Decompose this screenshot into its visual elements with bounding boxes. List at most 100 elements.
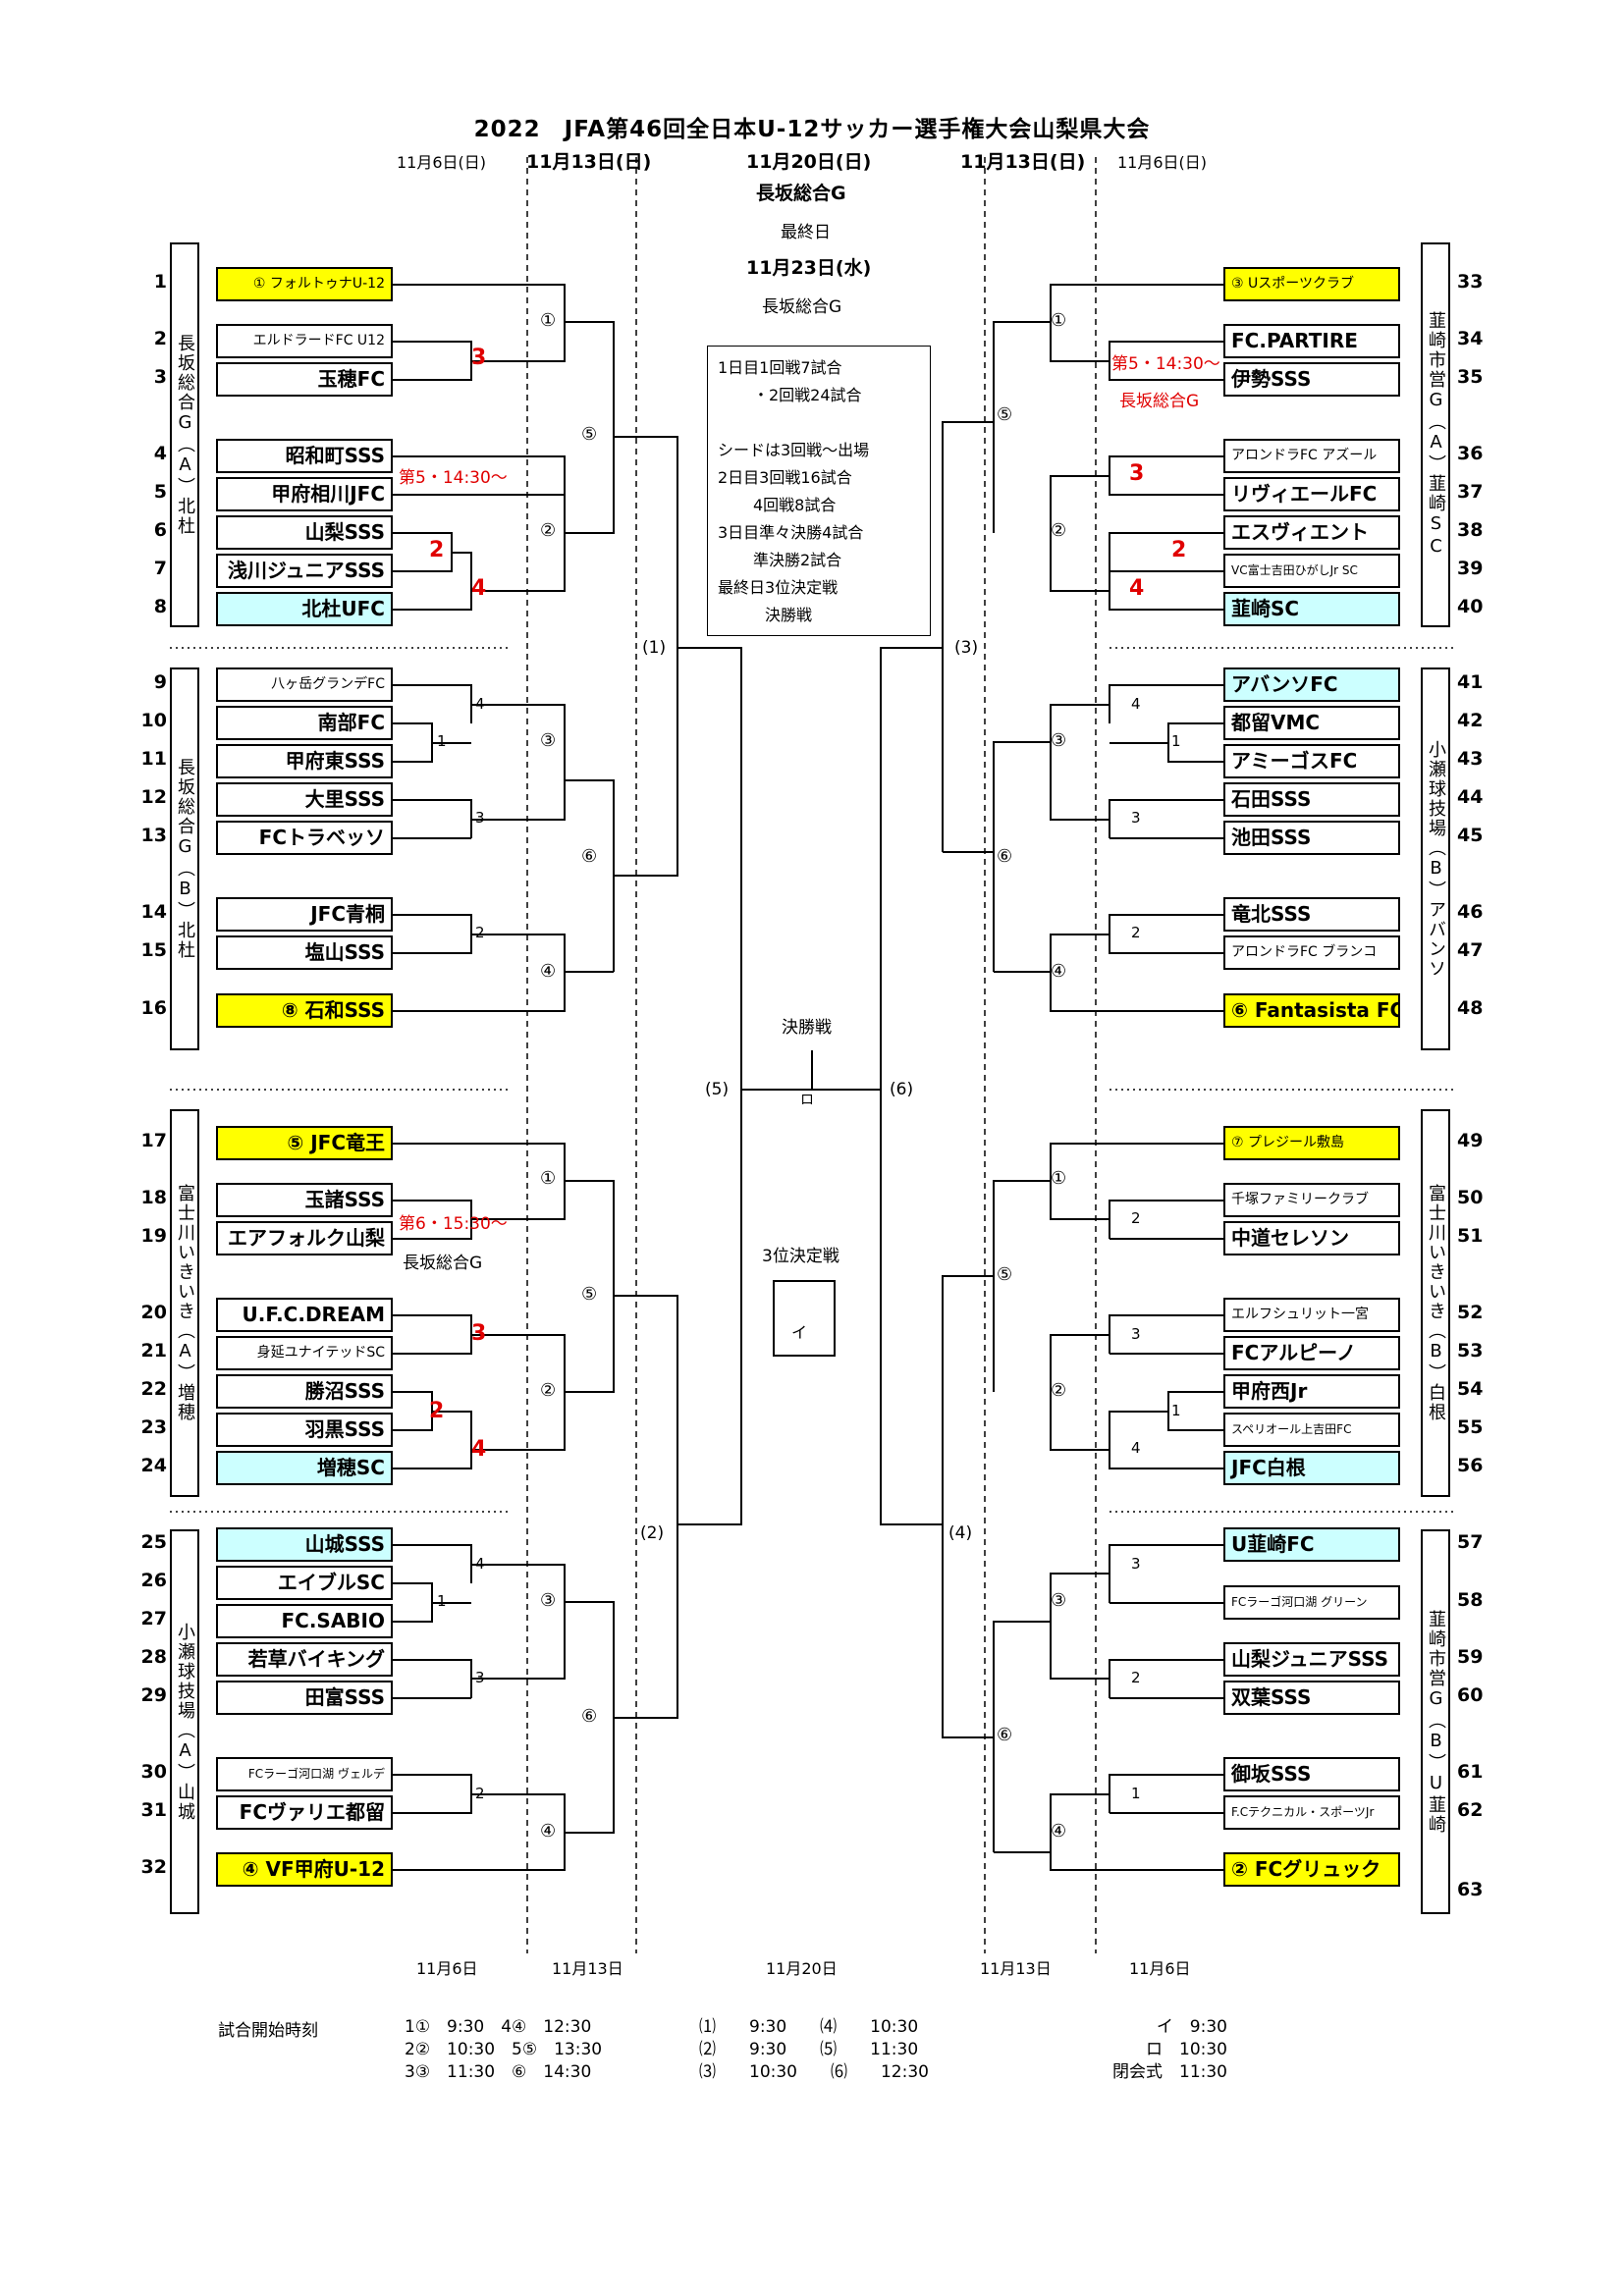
bottom-date: 11月20日 xyxy=(766,1959,838,1978)
match-score: 1 xyxy=(1131,1785,1141,1802)
team-box: FCトラベッソ xyxy=(216,821,393,855)
team-number: 43 xyxy=(1457,748,1484,770)
team-box: 甲府西Jr xyxy=(1223,1374,1400,1409)
team-box: エアフォルク山梨 xyxy=(216,1221,393,1255)
team-box: 伊勢SSS xyxy=(1223,362,1400,397)
team-box: 玉諸SSS xyxy=(216,1183,393,1217)
match-score: 4 xyxy=(471,1437,487,1462)
team-box: 石田SSS xyxy=(1223,782,1400,817)
team-box: ⑦ プレジール敷島 xyxy=(1223,1126,1400,1160)
schedule-note-line: 決勝戦 xyxy=(765,606,813,624)
team-number: 50 xyxy=(1457,1187,1484,1208)
team-box: 増穂SC xyxy=(216,1451,393,1485)
team-box: 羽黒SSS xyxy=(216,1413,393,1447)
final-date: 11月23日(水) xyxy=(746,257,872,279)
team-box: FCラーゴ河口湖 グリーン xyxy=(1223,1585,1400,1620)
team-number: 42 xyxy=(1457,710,1484,731)
team-box: 大里SSS xyxy=(216,782,393,817)
team-box: エルフシュリット一宮 xyxy=(1223,1298,1400,1332)
match-schedule-note: 第5・14:30～ xyxy=(399,468,508,488)
team-box: 甲府東SSS xyxy=(216,744,393,778)
team-box: アロンドラFC ブランコ xyxy=(1223,935,1400,970)
team-number: 57 xyxy=(1457,1531,1484,1553)
team-number: 24 xyxy=(140,1455,167,1476)
round-circle: ⑥ xyxy=(581,1706,598,1727)
schedule-note-line: 準決勝2試合 xyxy=(753,551,842,569)
team-box: アミーゴスFC xyxy=(1223,744,1400,778)
schedule-times-3: イ 9:30 ロ 10:30 閉会式 11:30 xyxy=(1112,2017,1227,2082)
date-nov13-right: 11月13日(日) xyxy=(960,151,1086,173)
bottom-date: 11月13日 xyxy=(980,1959,1052,1978)
team-box: U.F.C.DREAM xyxy=(216,1298,393,1332)
match-score: 4 xyxy=(471,576,487,601)
team-box: 韮崎SC xyxy=(1223,592,1400,626)
match-schedule-note: 第5・14:30～ xyxy=(1111,354,1220,374)
round-circle: ⑥ xyxy=(997,846,1013,867)
team-number: 17 xyxy=(140,1130,167,1151)
round-circle: ④ xyxy=(540,961,557,982)
team-number: 9 xyxy=(153,671,167,693)
team-number: 54 xyxy=(1457,1378,1484,1400)
match-score: 2 xyxy=(475,1785,485,1802)
sf-right-label: (6) xyxy=(890,1080,914,1099)
schedule-note-line: ・2回戦24試合 xyxy=(753,386,862,404)
team-box: 勝沼SSS xyxy=(216,1374,393,1409)
team-number: 12 xyxy=(140,786,167,808)
venue-right-1: 韮崎市営G（A）韮崎SC xyxy=(1421,242,1450,627)
team-number: 4 xyxy=(153,443,167,464)
team-box: 玉穂FC xyxy=(216,362,393,397)
match-score: 2 xyxy=(475,924,485,941)
team-number: 36 xyxy=(1457,443,1484,464)
schedule-note-line: 最終日3位決定戦 xyxy=(718,578,839,597)
center-venue: 長坂総合G xyxy=(756,183,846,204)
team-number: 20 xyxy=(140,1302,167,1323)
match-score: 2 xyxy=(429,1399,445,1423)
team-number: 14 xyxy=(140,901,167,923)
team-box: エイブルSC xyxy=(216,1566,393,1600)
team-number: 56 xyxy=(1457,1455,1484,1476)
schedule-label: 試合開始時刻 xyxy=(218,2021,318,2041)
team-number: 11 xyxy=(140,748,167,770)
team-number: 3 xyxy=(153,366,167,388)
match-score: 1 xyxy=(437,1592,447,1610)
team-number: 29 xyxy=(140,1684,167,1706)
team-box: ③ Uスポーツクラブ xyxy=(1223,267,1400,301)
match-score: 2 xyxy=(1131,1669,1141,1686)
match-score: 3 xyxy=(1131,809,1141,827)
team-box: ⑤ JFC竜王 xyxy=(216,1126,393,1160)
match-score: 4 xyxy=(1131,1439,1141,1457)
date-nov6-left: 11月6日(日) xyxy=(397,153,487,172)
team-number: 26 xyxy=(140,1570,167,1591)
team-number: 63 xyxy=(1457,1879,1484,1900)
round-circle: ③ xyxy=(540,730,557,751)
qf3-label: (3) xyxy=(954,638,979,658)
team-box: FC.PARTIRE xyxy=(1223,324,1400,358)
third-place-mark: イ xyxy=(791,1323,808,1342)
bottom-date: 11月6日 xyxy=(416,1959,478,1978)
team-box: JFC青桐 xyxy=(216,897,393,932)
team-number: 38 xyxy=(1457,519,1484,541)
team-number: 35 xyxy=(1457,366,1484,388)
team-number: 39 xyxy=(1457,558,1484,579)
team-number: 53 xyxy=(1457,1340,1484,1362)
team-box: 田富SSS xyxy=(216,1681,393,1715)
team-number: 31 xyxy=(140,1799,167,1821)
team-number: 27 xyxy=(140,1608,167,1629)
team-box: ⑧ 石和SSS xyxy=(216,993,393,1028)
team-box: エスヴィエント xyxy=(1223,515,1400,550)
team-box: 浅川ジュニアSSS xyxy=(216,554,393,588)
round-circle: ① xyxy=(1051,1168,1067,1189)
team-box: F.Cテクニカル・スポーツJr xyxy=(1223,1795,1400,1830)
team-box: リヴィエールFC xyxy=(1223,477,1400,511)
round-circle: ② xyxy=(1051,520,1067,541)
match-score: 3 xyxy=(475,1669,485,1686)
match-score: 3 xyxy=(471,1321,487,1346)
venue-left-2: 長坂総合G（B）北杜 xyxy=(170,667,199,1050)
team-box: アロンドラFC アズール xyxy=(1223,439,1400,473)
sf-left-label: (5) xyxy=(705,1080,730,1099)
team-number: 32 xyxy=(140,1856,167,1878)
final-mark: ロ xyxy=(800,1093,814,1108)
